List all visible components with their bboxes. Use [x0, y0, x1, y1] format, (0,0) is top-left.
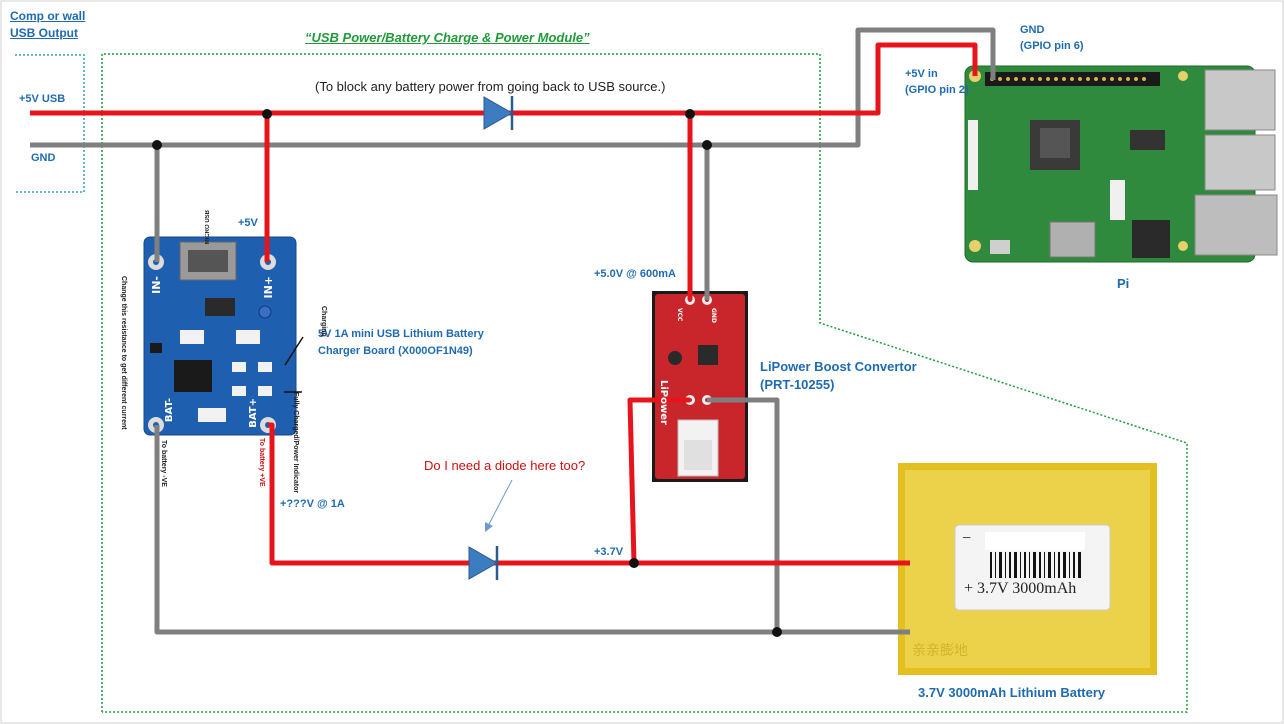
resistance-note: Change this resistance to get different …	[120, 276, 127, 430]
question-arrow	[485, 479, 513, 532]
charger-output-label: +???V @ 1A	[280, 498, 345, 510]
to-battery-negative-note: To battery -VE	[160, 440, 167, 487]
pi-label: Pi	[1117, 276, 1130, 291]
charging-note: Charging	[320, 306, 327, 337]
boost-gnd-silk: GND	[710, 308, 717, 323]
gnd-boost-in-wire	[707, 397, 780, 632]
positive-wires	[30, 42, 978, 566]
plus5v-usb-label: +5V USB	[19, 93, 66, 105]
boost-output-label: +5.0V @ 600mA	[594, 268, 676, 280]
module-boundary	[101, 53, 1188, 713]
boost-vcc-silk: VCC	[676, 308, 683, 322]
charger-bat-plus-silk: BAT+	[248, 398, 259, 428]
diode-usb	[483, 96, 514, 130]
indicator-arrows	[284, 336, 304, 393]
diode-question-label: Do I need a diode here too?	[424, 458, 586, 473]
boost-name-label-line2: (PRT-10255)	[760, 377, 835, 392]
junction-dots	[152, 109, 782, 637]
charger-in-minus-silk: IN-	[150, 276, 163, 294]
plus5v-main-wire	[30, 42, 978, 116]
module-title: “USB Power/Battery Charge & Power Module…	[305, 30, 590, 45]
boost-name-silk: LiPower	[658, 380, 669, 425]
charger-out-to-battery-wire	[268, 422, 910, 566]
gnd-pi-label-line2: (GPIO pin 6)	[1020, 40, 1084, 52]
charger-board-label-line2: Charger Board (X000OF1N49)	[318, 345, 473, 357]
usb-source-box	[15, 54, 85, 193]
plus5v-in-label-line2: (GPIO pin 2)	[905, 84, 969, 96]
boost-board	[652, 291, 748, 482]
battery-spec-silk: + 3.7V 3000mAh	[964, 580, 1077, 597]
to-battery-positive-note: To battery +VE	[258, 438, 265, 487]
ground-wires	[30, 27, 996, 635]
gnd-battery-wire	[154, 425, 910, 635]
charger-board-label-line1: 5V 1A mini USB Lithium Battery	[318, 328, 484, 340]
diode-charger	[468, 546, 499, 580]
charger-in-plus-silk: IN+	[262, 276, 275, 299]
charger-micro-usb-silk: MICRO USB	[205, 210, 211, 245]
gnd-pi-label-line1: GND	[1020, 24, 1045, 36]
gnd-left-label: GND	[31, 152, 56, 164]
diode-note: (To block any battery power from going b…	[315, 79, 666, 94]
usb-source-label-line2: USB Output	[10, 26, 78, 40]
charger-plus5v-label: +5V	[238, 217, 258, 229]
battery-to-boost-in-wire	[627, 397, 690, 564]
full-indicator-note: Fully Charged/Power Indicator	[292, 392, 299, 494]
raspberry-pi-board	[964, 65, 1278, 263]
battery-maker-silk: 亲亲膨地	[912, 643, 968, 659]
plus5v-in-label-line1: +5V in	[905, 68, 938, 80]
boost-name-label-line1: LiPower Boost Convertor	[760, 359, 917, 374]
battery-label: 3.7V 3000mAh Lithium Battery	[918, 685, 1106, 700]
charger-bat-minus-silk: BAT-	[164, 398, 175, 423]
usb-source-label-line1: Comp or wall	[10, 9, 86, 23]
charger-board	[143, 236, 297, 436]
battery	[898, 463, 1157, 675]
battery-minus-silk: −	[962, 530, 972, 547]
gnd-main-wire	[30, 27, 996, 148]
battery-rail-label: +3.7V	[594, 546, 624, 558]
